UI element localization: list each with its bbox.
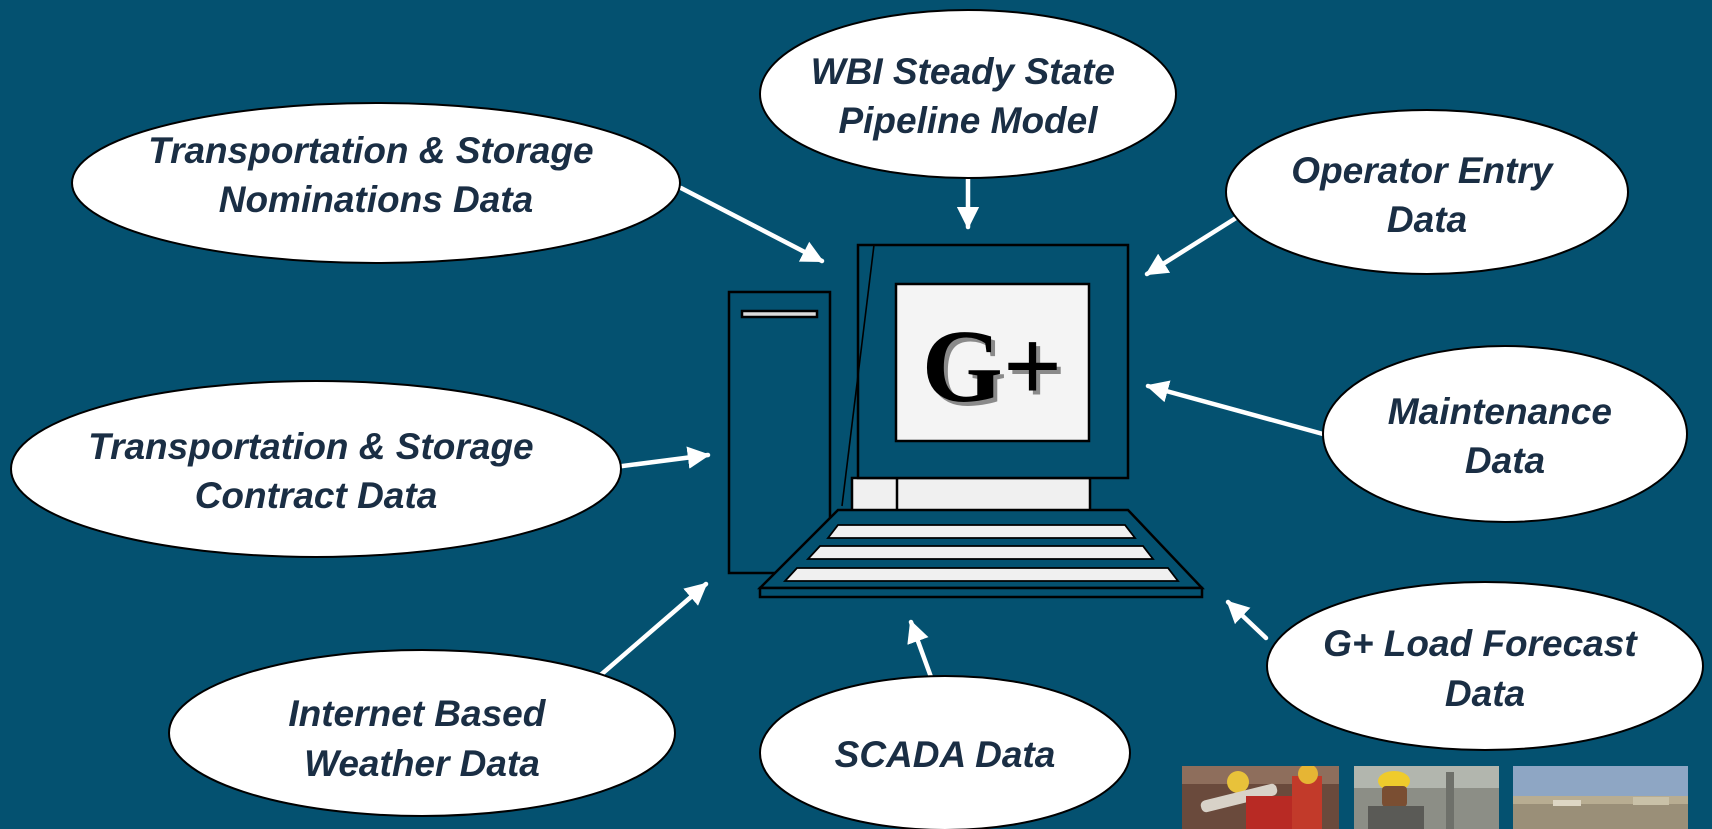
svg-text:G+ Load Forecast Data: G+ Load Forecast Data [1323,623,1647,714]
svg-text:WBI Steady State Pipelin: WBI Steady State Pipeline Model [811,51,1126,141]
data-source-weather: Internet Based Weather Data [168,649,676,817]
computer-tower [727,290,832,575]
svg-text:Transportation & Storage: Transportation & Storage Nominations Dat… [148,130,604,220]
keyboard-base [758,586,1204,599]
svg-text:Transportation & Storage: Transportation & Storage Contract Data [88,426,544,516]
data-source-nominations: Transportation & Storage Nominations Dat… [71,102,681,264]
data-source-contract: Transportation & Storage Contract Data [10,380,622,558]
arrow-scada [907,619,934,680]
arrow-weather [593,581,709,682]
arrow-load-forecast [1225,599,1269,641]
data-source-maintenance: Maintenance Data [1322,345,1688,523]
photo-thumbnail-worker-hardhat [1354,766,1499,829]
data-source-scada: SCADA Data [759,675,1131,829]
screen-label: G+ [922,309,1062,424]
arrow-maintenance [1145,380,1326,437]
arrow-nominations [678,185,825,264]
keyboard-row-3 [782,567,1180,582]
screen-label-shadow: G+ [926,313,1066,428]
svg-text:SCADA Data: SCADA Data [835,734,1056,775]
tower-drive-slot [740,309,819,319]
monitor-stand [850,476,1092,516]
arrows [593,175,1326,682]
svg-text:Internet Based Weather D: Internet Based Weather Data [288,693,555,784]
data-source-load-forecast: G+ Load Forecast Data [1266,581,1704,751]
keyboard-row-2 [805,545,1155,560]
data-source-operator-entry: Operator Entry Data [1225,109,1629,275]
photo-thumbnail-workers [1182,766,1339,829]
monitor-screen [894,282,1091,443]
arrow-contract [612,446,711,470]
computer-icon [727,243,1205,599]
svg-text:Maintenance Data: Maintenance Data [1388,391,1622,481]
arrow-operator-entry [1144,215,1239,277]
photo-thumbnail-landscape [1513,766,1688,829]
data-source-pipeline-model: WBI Steady State Pipeline Model [759,9,1177,179]
keyboard-row-1 [826,524,1137,539]
svg-text:Operator Entry Data: Operator Entry Data [1291,150,1562,240]
